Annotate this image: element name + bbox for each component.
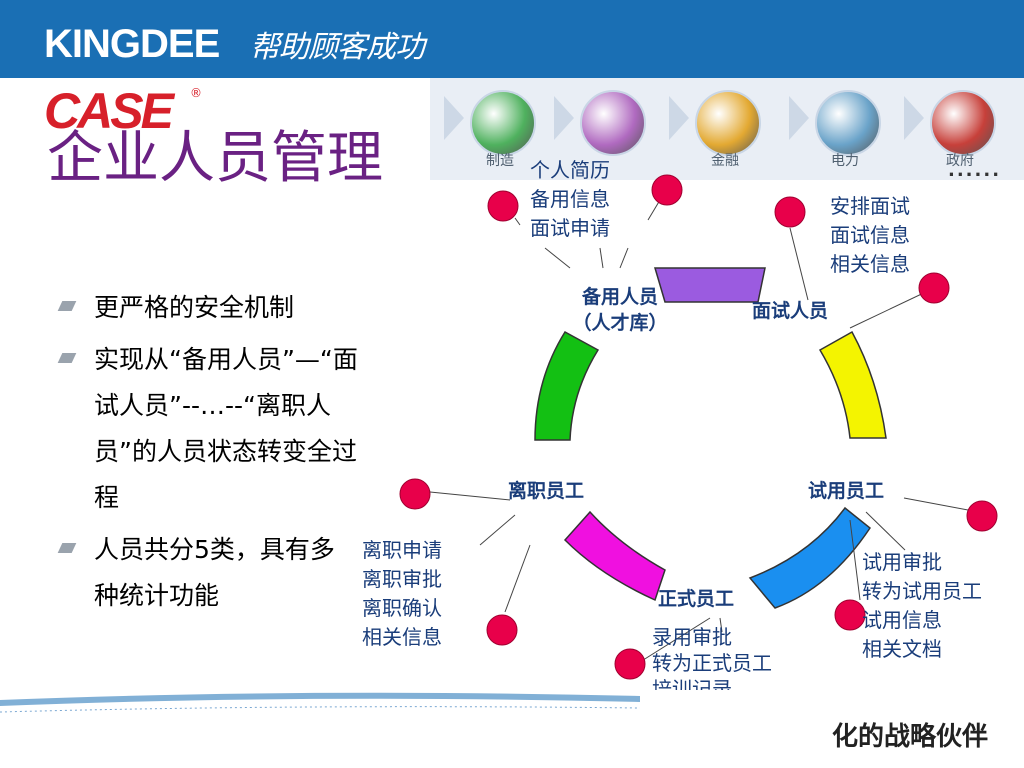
note-line: 离职审批 bbox=[362, 567, 442, 591]
stage-label-formal: 正式员工 bbox=[658, 588, 735, 610]
kingdee-logo: KINGDEE bbox=[44, 22, 220, 66]
connector-line bbox=[544, 247, 571, 269]
marker-dot bbox=[651, 174, 683, 206]
stage-label-probation: 试用员工 bbox=[808, 480, 885, 502]
bullet-item: 人员共分5类，具有多种统计功能 bbox=[57, 527, 358, 619]
connector-line bbox=[849, 519, 861, 601]
note-line: 面试申请 bbox=[530, 216, 610, 240]
industry-label: 金融 bbox=[711, 153, 739, 169]
connector-line bbox=[514, 217, 521, 226]
note-line: 个人简历 bbox=[530, 158, 610, 182]
industries-more: ...... bbox=[948, 160, 1002, 181]
note-line: 离职申请 bbox=[362, 538, 442, 562]
marker-dot bbox=[774, 196, 806, 228]
note-line: 转为正式员工 bbox=[652, 651, 772, 675]
arc-probation bbox=[748, 506, 872, 609]
marker-dot bbox=[487, 190, 519, 222]
connector-line bbox=[719, 617, 723, 633]
industry-label: 电力 bbox=[831, 153, 859, 169]
dot-group bbox=[399, 174, 998, 680]
bullet-item: 实现从“备用人员”—“面试人员”--…--“离职人员”的人员状态转变全过程 bbox=[57, 337, 358, 521]
connector-line bbox=[504, 544, 531, 613]
marker-dot bbox=[486, 614, 518, 646]
note-line: 试用信息 bbox=[862, 608, 942, 632]
note-line: 录用审批 bbox=[652, 625, 732, 649]
registered-mark: ® bbox=[190, 86, 202, 100]
arc-resigned bbox=[534, 331, 600, 441]
industry-icon bbox=[695, 90, 761, 156]
case-logo: CASE bbox=[44, 83, 174, 139]
connector-line bbox=[599, 247, 604, 269]
chevron-right-icon bbox=[554, 96, 574, 140]
note-line: 试用审批 bbox=[862, 550, 942, 574]
marker-dot bbox=[614, 648, 646, 680]
industry-label: 政府 bbox=[946, 153, 974, 169]
chevron-right-icon bbox=[789, 96, 809, 140]
connector-line bbox=[849, 289, 931, 329]
connector-line bbox=[479, 514, 516, 546]
industry-icon bbox=[470, 90, 536, 156]
industry-icon bbox=[815, 90, 881, 156]
marker-dot bbox=[399, 478, 431, 510]
stage-label-interview: 面试人员 bbox=[752, 300, 829, 322]
marker-dot bbox=[834, 599, 866, 631]
connector-line bbox=[429, 491, 511, 501]
connector-lines bbox=[429, 199, 969, 663]
connector-line bbox=[789, 227, 809, 301]
connector-line bbox=[647, 199, 661, 221]
industry-icon bbox=[580, 90, 646, 156]
note-line: 相关文档 bbox=[862, 637, 942, 661]
notes-backup: 个人简历备用信息面试申请 bbox=[530, 156, 610, 243]
connector-line bbox=[865, 511, 906, 551]
page-title: 企业人员管理 bbox=[47, 126, 383, 191]
note-line: 安排面试 bbox=[830, 194, 910, 218]
industry-icon bbox=[930, 90, 996, 156]
chevron-right-icon bbox=[904, 96, 924, 140]
marker-dot bbox=[918, 272, 950, 304]
stage-label-backup: 备用人员（人才库） bbox=[572, 286, 668, 334]
connector-line bbox=[619, 247, 629, 269]
arc-backup bbox=[653, 267, 766, 303]
footer-text: 化的战略伙伴 bbox=[832, 722, 989, 752]
chevron-right-icon bbox=[444, 96, 464, 140]
note-line: 离职确认 bbox=[362, 596, 442, 620]
notes-resigned: 离职申请离职审批离职确认相关信息 bbox=[362, 536, 442, 652]
note-line: 备用信息 bbox=[530, 187, 610, 211]
connector-line bbox=[903, 497, 969, 511]
slogan: 帮助顾客成功 bbox=[250, 30, 425, 65]
note-line: 相关信息 bbox=[830, 252, 910, 276]
bullet-list: 更严格的安全机制 实现从“备用人员”—“面试人员”--…--“离职人员”的人员状… bbox=[57, 285, 358, 625]
industry-label: 制造 bbox=[486, 153, 514, 169]
bullet-item: 更严格的安全机制 bbox=[57, 285, 358, 331]
note-line: 转为试用员工 bbox=[862, 579, 982, 603]
notes-interview: 安排面试面试信息相关信息 bbox=[830, 192, 910, 279]
arc-interview bbox=[818, 330, 887, 439]
note-line: 面试信息 bbox=[830, 223, 910, 247]
connector-line bbox=[639, 617, 711, 663]
notes-probation: 试用审批转为试用员工试用信息相关文档 bbox=[862, 548, 982, 664]
arc-formal bbox=[563, 510, 666, 602]
header-bar bbox=[0, 0, 1024, 78]
marker-dot bbox=[966, 500, 998, 532]
chevron-right-icon bbox=[669, 96, 689, 140]
stage-label-resigned: 离职员工 bbox=[508, 480, 585, 502]
note-line: 相关信息 bbox=[362, 625, 442, 649]
footer-decoration bbox=[0, 690, 1024, 768]
